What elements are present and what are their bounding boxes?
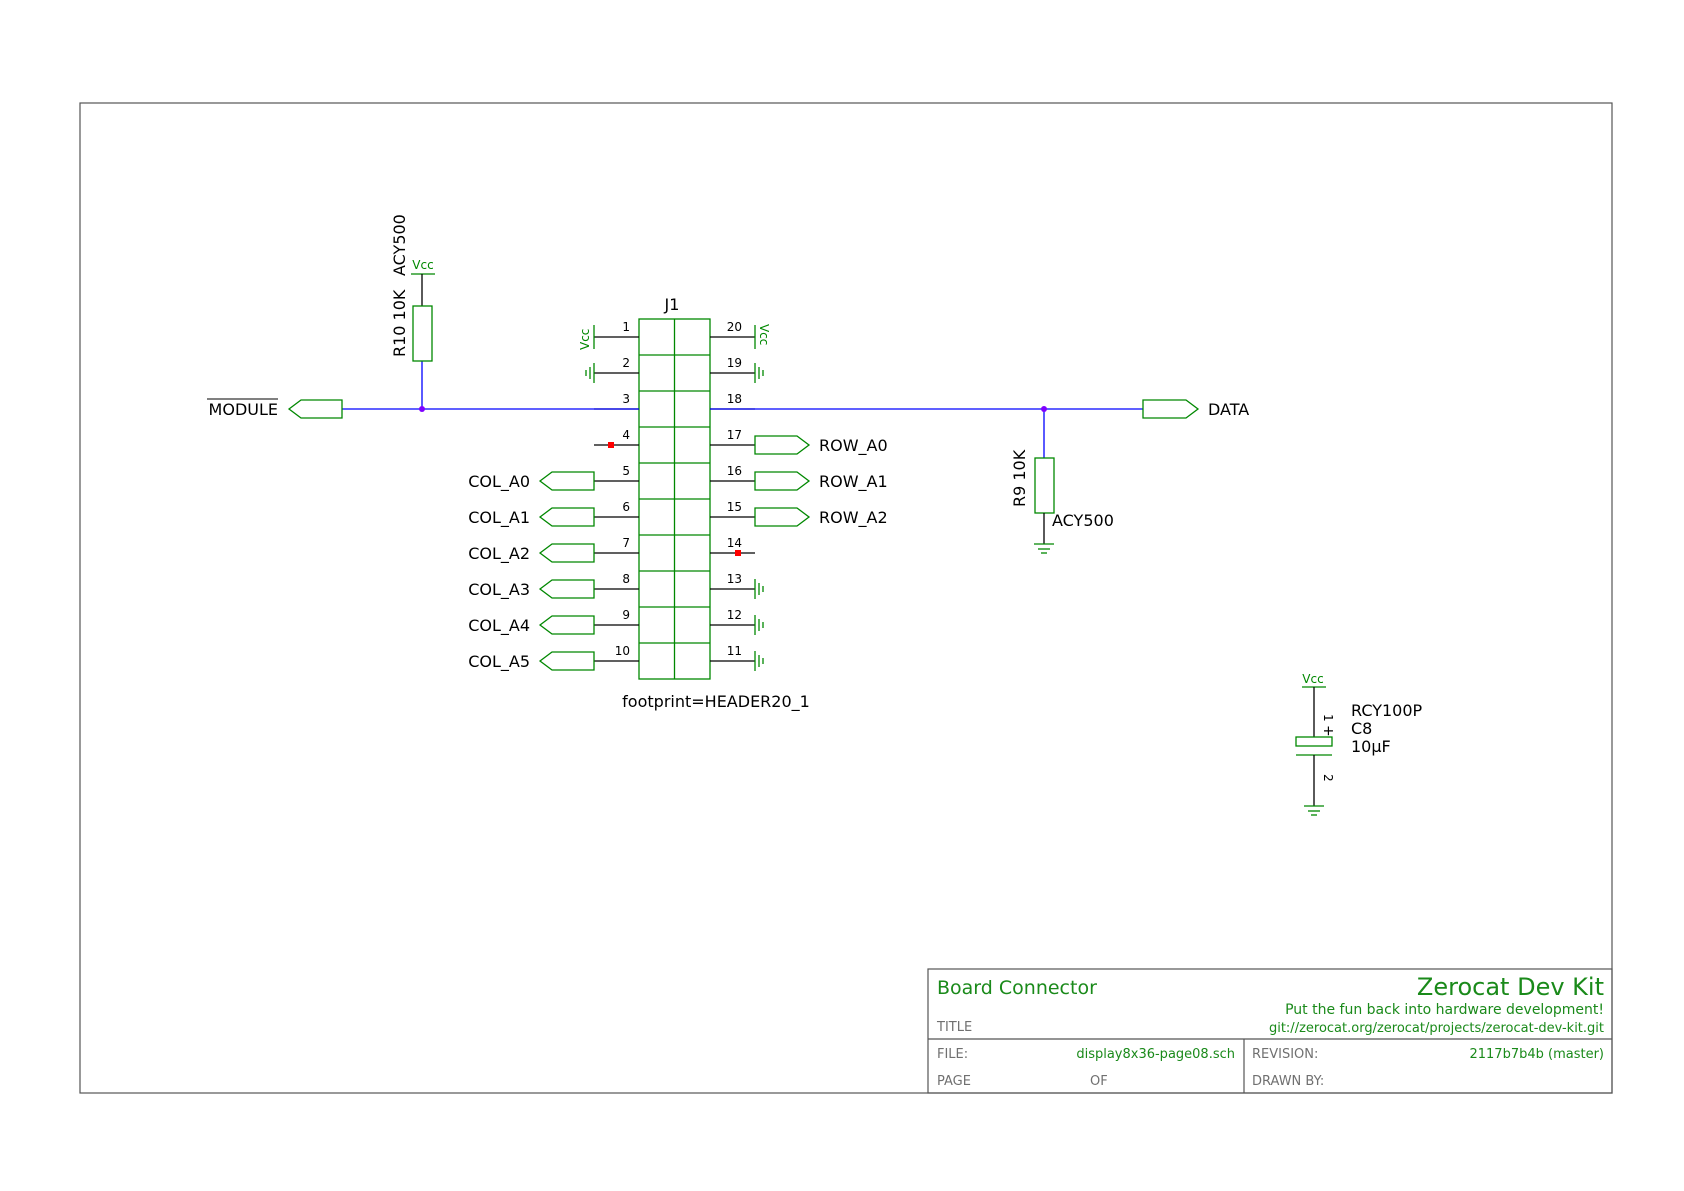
connector-footprint: footprint=HEADER20_1: [622, 692, 810, 712]
title-block-file-label: FILE:: [937, 1047, 968, 1062]
title-block: Board Connector TITLE Zerocat Dev Kit Pu…: [927, 968, 1613, 1094]
capacitor-c8: Vcc 1 + 2 RCY100P C8 10µF: [1295, 672, 1423, 816]
wires: [342, 361, 1143, 458]
r10-label: R10 10K: [390, 289, 409, 357]
connector-j1: J1 1 20 2 19 3 18 4 17 5 16 6 15 7 14 8 13 9 12 10 11 VccCOL…: [468, 295, 887, 712]
title-block-frame: [927, 968, 1613, 1094]
junction-module: [419, 406, 425, 412]
c8-pin2-number: 2: [1321, 774, 1335, 782]
pin-number-left: 6: [622, 500, 630, 514]
title-block-revision: 2117b7b4b (master): [1469, 1047, 1604, 1062]
drawing-frame: [79, 102, 1613, 1094]
vcc-label-right: Vcc: [757, 324, 771, 345]
pin-number-right: 16: [727, 464, 742, 478]
ground-icon-left: [585, 363, 595, 383]
port-label-row: ROW_A2: [819, 508, 888, 528]
title-block-file: display8x36-page08.sch: [1076, 1047, 1235, 1062]
r10-body: [412, 305, 433, 362]
c8-ground-icon: [1304, 805, 1324, 816]
c8-plate-positive: [1295, 736, 1333, 747]
pin-number-left: 2: [622, 356, 630, 370]
r10-package: ACY500: [390, 214, 409, 276]
r9-label: R9 10K: [1010, 449, 1029, 507]
pin-number-right: 14: [727, 536, 742, 550]
pin-number-left: 5: [622, 464, 630, 478]
port-label-row: ROW_A1: [819, 472, 888, 492]
pin-number-left: 9: [622, 608, 630, 622]
title-block-tagline: Put the fun back into hardware developme…: [1285, 1002, 1604, 1018]
c8-refdes: C8: [1351, 719, 1372, 738]
port-data-label: DATA: [1208, 400, 1249, 419]
title-block-revision-label: REVISION:: [1252, 1047, 1318, 1062]
ground-icon-right: [754, 651, 764, 671]
port-flag-row: [754, 435, 811, 455]
no-connect-marker: [608, 442, 614, 448]
title-block-repo: git://zerocat.org/zerocat/projects/zeroc…: [1269, 1021, 1604, 1036]
c8-pin1-number: 1: [1321, 714, 1335, 722]
pin-number-left: 7: [622, 536, 630, 550]
r9-body: [1034, 457, 1055, 514]
port-module-label: MODULE: [209, 400, 278, 419]
port-label-col: COL_A3: [468, 580, 530, 600]
resistor-r9: R9 10K ACY500: [1010, 449, 1114, 554]
vcc-label-left: Vcc: [578, 329, 592, 350]
ground-icon-right: [754, 363, 764, 383]
port-data: DATA: [1142, 399, 1249, 419]
pin-number-right: 11: [727, 644, 742, 658]
port-label-col: COL_A0: [468, 472, 530, 492]
title-block-title: Board Connector: [937, 977, 1097, 999]
pin-number-left: 1: [622, 320, 630, 334]
no-connect-marker: [735, 550, 741, 556]
title-block-of-label: OF: [1090, 1074, 1108, 1089]
port-flag-col: [538, 543, 595, 563]
pin-number-right: 12: [727, 608, 742, 622]
r9-package: ACY500: [1052, 511, 1114, 530]
port-flag-col: [538, 471, 595, 491]
port-flag-row: [754, 471, 811, 491]
port-label-col: COL_A2: [468, 544, 530, 564]
c8-polarity-mark: +: [1320, 725, 1336, 737]
title-block-drawn-by-label: DRAWN BY:: [1252, 1074, 1324, 1089]
port-flag-col: [538, 579, 595, 599]
port-flag-row: [754, 507, 811, 527]
port-label-col: COL_A5: [468, 652, 530, 672]
port-flag-col: [538, 507, 595, 527]
port-data-flag: [1142, 399, 1200, 419]
pin-number-right: 15: [727, 500, 742, 514]
port-module-flag: [287, 399, 343, 419]
port-label-row: ROW_A0: [819, 436, 888, 456]
c8-package: RCY100P: [1351, 701, 1423, 720]
title-block-title-label: TITLE: [936, 1020, 972, 1035]
resistor-r10: Vcc R10 10K ACY500: [390, 214, 435, 362]
r9-ground-icon: [1034, 543, 1054, 554]
port-flag-col: [538, 651, 595, 671]
port-label-col: COL_A4: [468, 616, 530, 636]
ground-icon-right: [754, 579, 764, 599]
junction-data: [1041, 406, 1047, 412]
r10-power-label: Vcc: [412, 258, 433, 272]
pin-number-right: 13: [727, 572, 742, 586]
title-block-project: Zerocat Dev Kit: [1417, 973, 1604, 1001]
pin-number-left: 3: [622, 392, 630, 406]
pin-number-right: 20: [727, 320, 742, 334]
port-module: MODULE: [207, 398, 343, 419]
pin-number-right: 18: [727, 392, 742, 406]
pin-number-left: 8: [622, 572, 630, 586]
pin-number-left: 10: [615, 644, 630, 658]
connector-refdes: J1: [664, 295, 680, 314]
pin-number-left: 4: [622, 428, 630, 442]
ground-icon-right: [754, 615, 764, 635]
port-label-col: COL_A1: [468, 508, 530, 528]
c8-value: 10µF: [1351, 737, 1391, 756]
connector-pin-rows: 1 20 2 19 3 18 4 17 5 16 6 15 7 14 8 13 9 12 10 11 VccCOL_A0…: [468, 320, 887, 672]
pin-number-right: 17: [727, 428, 742, 442]
port-flag-col: [538, 615, 595, 635]
title-block-page-label: PAGE: [937, 1074, 971, 1089]
pin-number-right: 19: [727, 356, 742, 370]
c8-power-label: Vcc: [1302, 672, 1323, 686]
